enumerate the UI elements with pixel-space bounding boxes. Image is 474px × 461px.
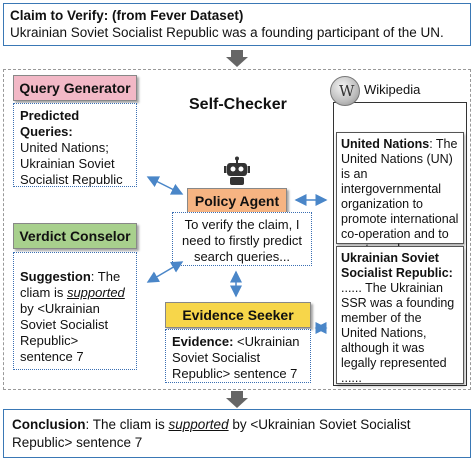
- suggestion-label: Suggestion: [20, 269, 91, 284]
- policy-agent-label: Policy Agent: [187, 188, 287, 214]
- conclusion-label: Conclusion: [12, 417, 86, 432]
- wiki-entry1-text: : The United Nations (UN) is an intergov…: [341, 137, 459, 256]
- verdict-counselor-label: Verdict Conselor: [13, 223, 137, 249]
- arrow-stem-bottom: [231, 391, 243, 399]
- wikipedia-logo-glyph: W: [339, 82, 355, 100]
- self-checker-frame: [3, 69, 471, 390]
- evidence-seeker-box: Evidence: <Ukrainian Soviet Socialist Re…: [165, 329, 311, 383]
- conclusion-text-after: by <Ukrainian Soviet Socialist Republic>…: [12, 417, 411, 450]
- query-generator-label: Query Generator: [13, 75, 137, 101]
- query-generator-box: Predicted Queries: United Nations; Ukrai…: [13, 103, 137, 187]
- policy-agent-message: To verify the claim, I need to firstly p…: [172, 212, 312, 266]
- claim-text: Ukrainian Soviet Socialist Republic was …: [10, 25, 444, 40]
- wiki-entry-united-nations: United Nations: The United Nations (UN) …: [336, 132, 464, 256]
- arrow-query-policy: [146, 176, 184, 195]
- wiki-entry1-title: United Nations: [341, 137, 430, 151]
- wikipedia-label: Wikipedia: [364, 82, 421, 97]
- suggestion-text-before: : The cliam is: [20, 269, 121, 300]
- conclusion-box: Conclusion: The cliam is supported by <U…: [3, 409, 471, 458]
- predicted-queries-text: United Nations; Ukrainian Soviet Sociali…: [20, 140, 123, 187]
- claim-box: Claim to Verify: (from Fever Dataset) Uk…: [3, 3, 471, 46]
- self-checker-title: Self-Checker: [189, 96, 287, 113]
- evidence-text: <Ukrainian Soviet Socialist Republic> se…: [172, 334, 300, 381]
- wiki-entry2-text: ...... The Ukrainian SSR was a founding …: [341, 281, 455, 385]
- arrow-stem-top: [231, 50, 243, 58]
- wiki-entry2-title: Ukrainian Soviet Socialist Republic:: [341, 251, 453, 280]
- robot-icon: [224, 156, 250, 185]
- down-arrow-icon: [226, 57, 248, 67]
- evidence-label: Evidence:: [172, 334, 234, 349]
- claim-title: Claim to Verify: (from Fever Dataset): [10, 8, 244, 23]
- suggestion-emphasis: supported: [66, 285, 125, 300]
- down-arrow-icon: [226, 398, 248, 408]
- wiki-entry-ukrainian-ssr: Ukrainian Soviet Socialist Republic: ...…: [336, 246, 464, 385]
- arrow-verdict-policy: [146, 261, 184, 283]
- conclusion-text-before: : The cliam is: [85, 417, 169, 432]
- evidence-seeker-label: Evidence Seeker: [165, 302, 311, 328]
- predicted-queries-heading: Predicted Queries:: [20, 108, 80, 139]
- verdict-counselor-box: Suggestion: The cliam is supported by <U…: [13, 252, 137, 370]
- suggestion-text-after: by <Ukrainian Soviet Socialist Republic>…: [20, 301, 109, 364]
- conclusion-emphasis: supported: [168, 417, 229, 432]
- wikipedia-globe-icon: W: [330, 76, 360, 106]
